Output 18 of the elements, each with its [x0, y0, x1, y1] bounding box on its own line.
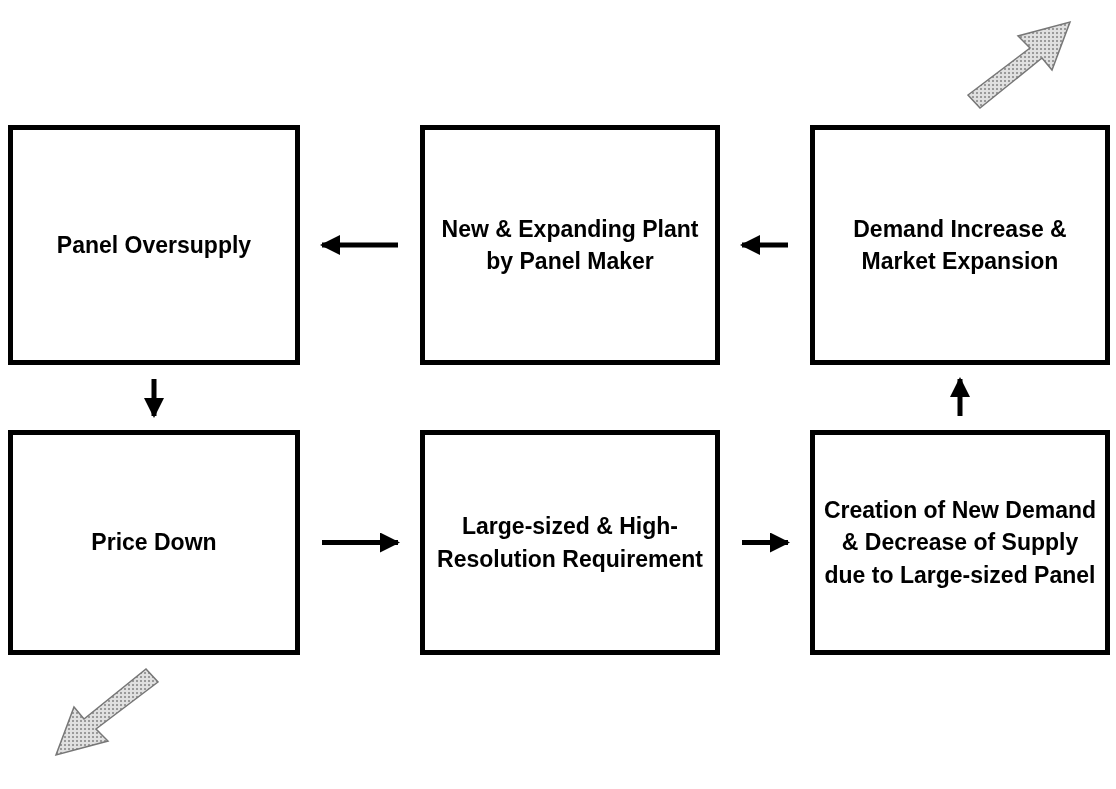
arrow — [320, 235, 398, 255]
box-label: Demand Increase & Market Expansion — [852, 214, 1068, 276]
arrow — [742, 532, 790, 553]
process-box — [420, 125, 720, 365]
arrow — [740, 235, 788, 255]
process-box — [8, 125, 300, 365]
box-label: Creation of New Demand & Decrease of Supply due to Large-sized Panel — [823, 496, 1097, 590]
process-box — [810, 125, 1110, 365]
arrow — [322, 532, 400, 553]
process-box — [8, 430, 300, 655]
arrow — [144, 379, 164, 418]
process-box — [810, 430, 1110, 655]
box-label: New & Expanding Plant by Panel Maker — [440, 214, 700, 276]
arrow — [950, 377, 970, 416]
box-label: Price Down — [91, 528, 217, 558]
box-label: Large-sized & High-Resolution Requirement — [436, 512, 704, 574]
process-box — [420, 430, 720, 655]
box-label: Panel Oversupply — [56, 230, 252, 260]
